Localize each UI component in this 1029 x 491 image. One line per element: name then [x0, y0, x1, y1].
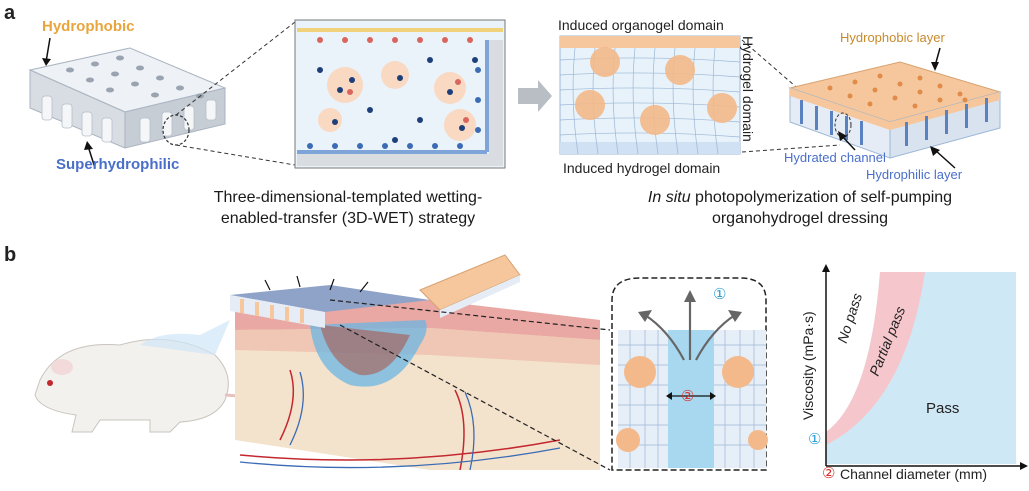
phase-diagram	[822, 264, 1028, 470]
region-pass: Pass	[926, 400, 960, 417]
caption-3d-wet-line2: enabled-transfer (3D-WET) strategy	[220, 210, 476, 227]
marker-1-plot: ①	[808, 431, 822, 448]
process-arrow	[518, 80, 552, 112]
rat-illustration	[34, 320, 311, 433]
organohydrogel-grid	[559, 35, 741, 155]
channel-closeup	[611, 277, 768, 471]
template-block	[28, 37, 227, 169]
skin-block	[230, 254, 600, 471]
hydrogel-domain-label: Hydrogel domain	[740, 36, 756, 142]
organohydrogel-dressing	[788, 47, 1002, 169]
caption-photopolymerization-line1: In situ photopolymerization of self-pump…	[590, 187, 1010, 208]
caption-3d-wet-line1: Three-dimensional-templated wetting-	[213, 189, 483, 206]
superhydrophilic-label: Superhydrophilic	[56, 156, 180, 173]
induced-hydrogel-label: Induced hydrogel domain	[563, 160, 721, 176]
caption-line1-rest: photopolymerization of self-pumping	[690, 189, 953, 206]
caption-3d-wet: Three-dimensional-templated wetting- ena…	[168, 187, 528, 229]
in-situ-italic: In situ	[647, 189, 691, 206]
plot-x-label: Channel diameter (mm)	[840, 466, 988, 482]
zoom-box-template	[294, 19, 506, 169]
plot-y-label: Viscosity (mPa·s)	[800, 311, 816, 420]
panel-a-label: a	[4, 2, 16, 24]
marker-2-plot: ②	[822, 465, 836, 482]
hydrated-channel-label: Hydrated channel	[784, 150, 886, 165]
panel-b-label: b	[4, 244, 17, 266]
induced-organogel-label: Induced organogel domain	[558, 17, 724, 33]
caption-photopolymerization: In situ photopolymerization of self-pump…	[590, 187, 1010, 229]
marker-1-closeup: ①	[713, 286, 727, 303]
hydrophobic-label: Hydrophobic	[42, 18, 135, 35]
hydrophobic-layer-label: Hydrophobic layer	[840, 30, 945, 45]
hydrophilic-layer-label: Hydrophilic layer	[866, 167, 963, 182]
marker-2-closeup: ②	[681, 388, 695, 405]
caption-photopolymerization-line2: organohydrogel dressing	[711, 210, 889, 227]
